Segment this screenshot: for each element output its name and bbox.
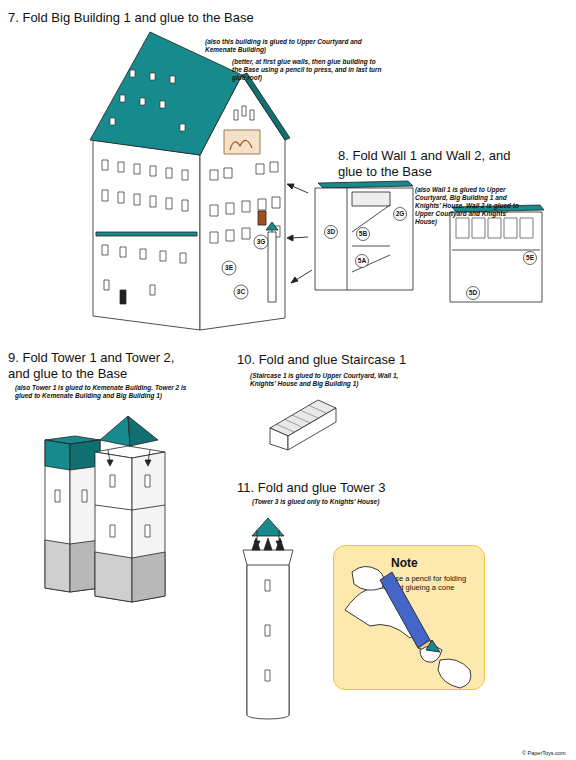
arrow: [107, 450, 151, 466]
building-front: [93, 140, 200, 330]
callout-number: 5D: [465, 289, 481, 297]
callout-number: 5A: [354, 257, 370, 265]
step-note: (also this building is glued to Upper Co…: [205, 38, 385, 54]
callout-number: 3D: [323, 228, 339, 236]
step-note: (also Wall 1 is glued to Upper Courtyard…: [415, 186, 527, 226]
callout-number: 3E: [221, 264, 237, 272]
note-text: use a pencil for folding and glueing a c…: [391, 574, 479, 592]
note-box: Note use a pencil for folding and glueing…: [333, 545, 485, 690]
step-heading: 10. Fold and glue Staircase 1: [237, 352, 487, 368]
step-heading: 7. Fold Big Building 1 and glue to the B…: [8, 10, 388, 26]
note-heading: Note: [391, 556, 418, 570]
wall-top: [318, 181, 413, 188]
roof-dormers: [110, 70, 185, 131]
cornice: [96, 232, 197, 236]
tower-3: [247, 565, 289, 715]
callout-circle: [222, 208, 537, 300]
copyright: © PaperToys.com: [522, 750, 576, 757]
step-note: (also Tower 1 is glued to Kemenate Build…: [15, 384, 205, 400]
callout-number: 2G: [392, 210, 408, 218]
step-note: (Tower 3 is glued only to Knights' House…: [252, 498, 422, 506]
callout-number: 3C: [233, 288, 249, 296]
callout-number: 5E: [522, 254, 538, 262]
windows: [102, 106, 280, 304]
step-heading: 9. Fold Tower 1 and Tower 2, and glue to…: [8, 350, 188, 382]
wall-1: [315, 188, 413, 290]
callout-number: 5B: [355, 230, 371, 238]
pyramid-roof: [100, 416, 130, 446]
door: [258, 211, 266, 225]
tower-1: [45, 440, 70, 592]
fresco: [224, 130, 260, 154]
callout-number: 3G: [253, 238, 269, 246]
step-heading: 11. Fold and glue Tower 3: [237, 480, 457, 496]
tower-2: [95, 452, 132, 602]
step-note: (Staircase 1 is glued to Upper Courtyard…: [250, 372, 422, 388]
step-heading: 8. Fold Wall 1 and Wall 2, and glue to t…: [338, 148, 513, 180]
step-note: (better, at first glue walls, then glue …: [232, 58, 382, 82]
arrow: [287, 184, 312, 283]
wall-2: [450, 212, 542, 302]
